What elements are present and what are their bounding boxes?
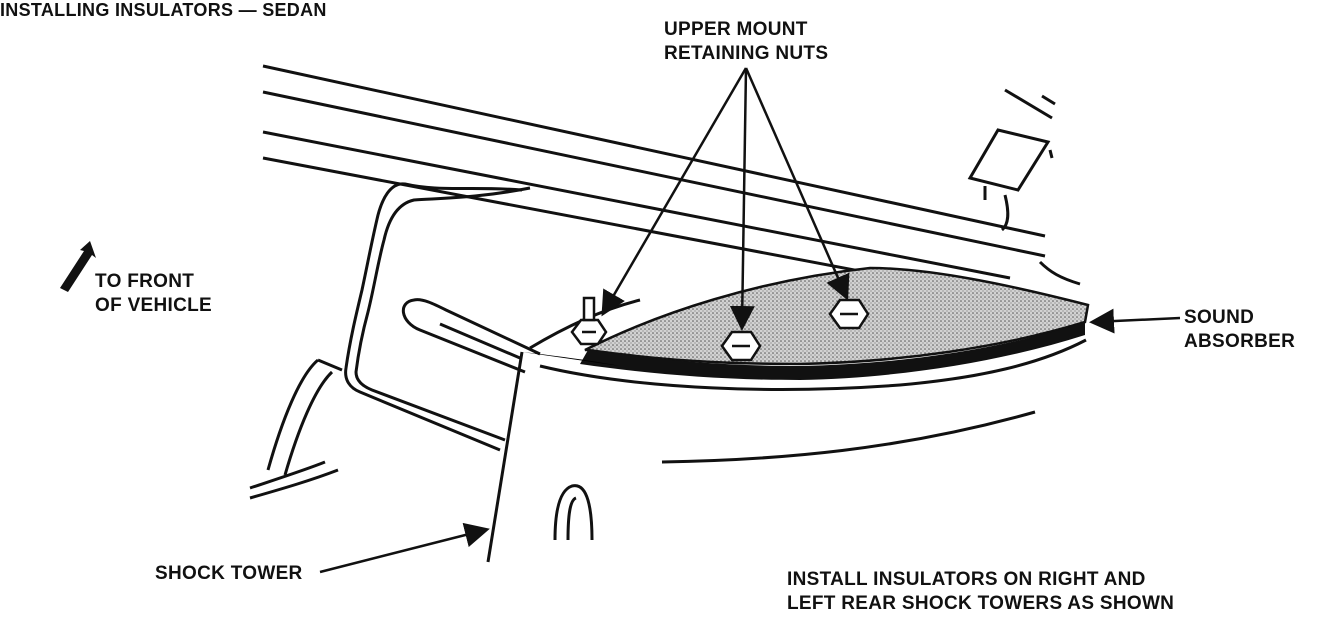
install-note-line2: LEFT REAR SHOCK TOWERS AS SHOWN xyxy=(787,593,1175,614)
upper-mount-label: UPPER MOUNT RETAINING NUTS xyxy=(664,18,828,66)
slotted-tab xyxy=(402,298,541,374)
hex-nut-icon[interactable] xyxy=(828,298,870,330)
front-label-line1: TO FRONT xyxy=(95,271,195,292)
upper-mount-label-line1: UPPER MOUNT xyxy=(664,19,808,40)
sound-absorber-pad[interactable] xyxy=(522,266,1090,380)
install-note: INSTALL INSULATORS ON RIGHT AND LEFT REA… xyxy=(787,568,1174,616)
install-note-line1: INSTALL INSULATORS ON RIGHT AND xyxy=(787,569,1146,590)
hex-nut-icon[interactable] xyxy=(720,330,762,362)
fender-panel xyxy=(249,182,531,500)
upper-mount-label-line2: RETAINING NUTS xyxy=(664,43,829,64)
front-label-line2: OF VEHICLE xyxy=(95,295,213,316)
diagram-title: INSTALLING INSULATORS — SEDAN xyxy=(0,0,327,20)
front-of-vehicle-label: TO FRONT OF VEHICLE xyxy=(95,270,212,318)
leader-lines xyxy=(319,67,1181,574)
body-rails xyxy=(262,64,1046,292)
shock-tower-label: SHOCK TOWER xyxy=(155,563,303,584)
rear-bracket xyxy=(967,88,1081,286)
sound-label-line2: ABSORBER xyxy=(1184,331,1296,352)
sound-absorber-label: SOUND ABSORBER xyxy=(1184,306,1295,354)
arrow-forward-icon xyxy=(60,241,96,292)
sound-label-line1: SOUND xyxy=(1184,307,1255,328)
hex-nut-icon[interactable] xyxy=(570,296,608,346)
